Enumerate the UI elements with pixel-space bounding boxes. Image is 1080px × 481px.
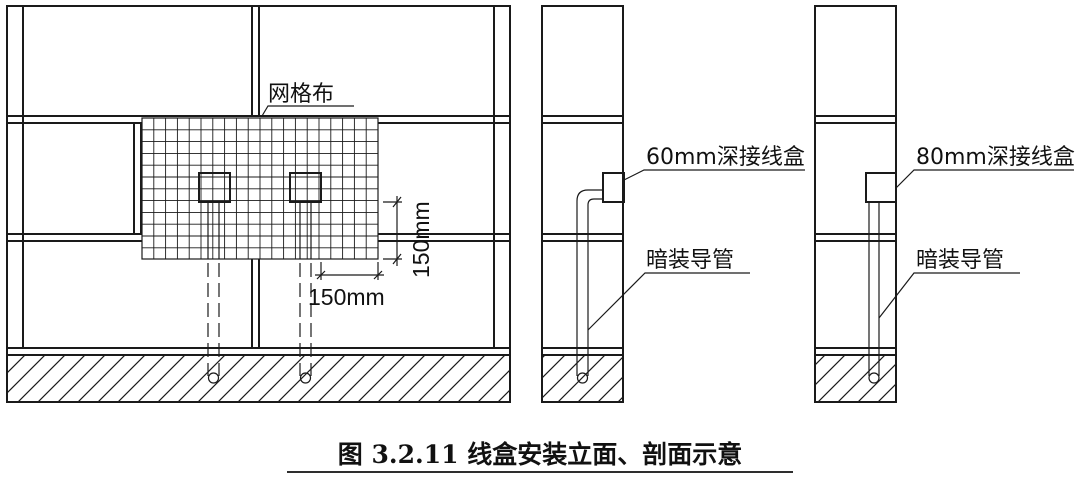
floor-hatch-elevation: [8, 356, 509, 401]
grid-cloth-label: 网格布: [268, 82, 334, 107]
dimension-horizontal: [315, 262, 384, 280]
box-80-label: 80mm深接线盒: [916, 145, 1075, 170]
junction-box-60mm: [602, 172, 625, 203]
section-1-wall-outline: [541, 5, 624, 403]
junction-box-80mm: [865, 172, 897, 203]
elevation-view: 网格布 150mm 150mm: [6, 5, 511, 403]
section-view-80mm: 80mm深接线盒 暗装导管: [814, 5, 1075, 403]
dimension-vertical: [383, 196, 402, 266]
conduit-2-leader: [878, 272, 1020, 319]
section-view-60mm: 60mm深接线盒 暗装导管: [541, 5, 805, 403]
junction-box-left: [198, 172, 231, 203]
floor-hatch-section-1: [543, 356, 622, 401]
conduit-1-leader: [587, 272, 750, 331]
junction-box-right: [289, 172, 322, 203]
dimension-vertical-label: 150mm: [408, 201, 434, 278]
figure-caption: 图 3.2.11 线盒安装立面、剖面示意: [338, 440, 742, 469]
box-60-label: 60mm深接线盒: [646, 145, 805, 170]
grid-cloth-mesh: [141, 117, 379, 260]
conduit-bent-outer: [576, 189, 603, 376]
conduit-1-label: 暗装导管: [646, 248, 734, 273]
conduit-bent-inner: [587, 198, 603, 376]
grid-cloth-leader: [261, 105, 354, 117]
box-80-leader: [895, 169, 1074, 189]
section-2-wall-outline: [814, 5, 897, 403]
floor-hatch-section-2: [816, 356, 895, 401]
box-60-leader: [623, 169, 805, 181]
conduit-2-label: 暗装导管: [916, 248, 1004, 273]
dimension-horizontal-label: 150mm: [308, 284, 385, 310]
